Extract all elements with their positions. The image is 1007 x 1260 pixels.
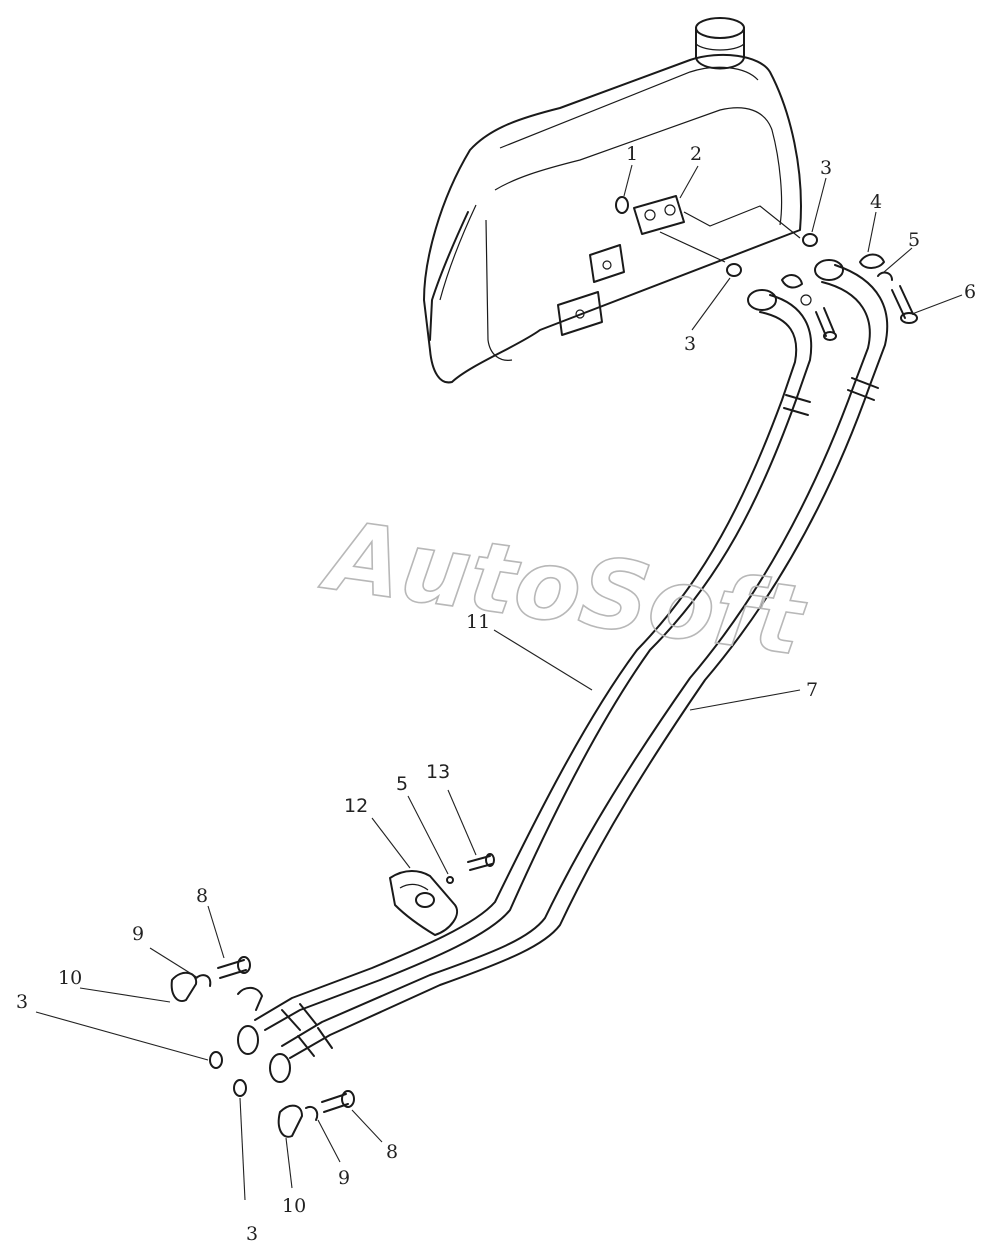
fuel-pipes-part-7 xyxy=(237,259,889,1083)
washer-part-9 xyxy=(195,974,212,987)
flange-plate-part-2 xyxy=(633,195,685,235)
callout-labels: 1 2 3 3 4 5 6 7 11 12 5 13 8 9 10 3 3 8 … xyxy=(16,143,976,1245)
o-ring-part-3 xyxy=(233,1079,247,1097)
callout-5: 5 xyxy=(396,773,408,795)
washer-part-5 xyxy=(877,271,893,281)
clamp-part-4 xyxy=(859,253,885,269)
o-ring-part-1 xyxy=(615,196,629,214)
o-ring-part-3 xyxy=(209,1051,223,1069)
mounting-pad xyxy=(557,291,603,336)
callout-10: 10 xyxy=(58,967,82,989)
bolt-part-8 xyxy=(321,1090,355,1113)
callout-10: 10 xyxy=(282,1195,306,1217)
callout-8: 8 xyxy=(386,1141,398,1163)
callout-8: 8 xyxy=(196,885,208,907)
callout-3: 3 xyxy=(684,333,696,355)
callout-5: 5 xyxy=(908,229,920,251)
leader-lines xyxy=(35,164,963,1201)
o-ring-part-3 xyxy=(726,263,742,277)
clamp-part-10 xyxy=(277,1104,303,1138)
callout-3: 3 xyxy=(16,991,28,1013)
callout-11: 11 xyxy=(466,611,490,633)
callout-4: 4 xyxy=(870,191,882,213)
callout-13: 13 xyxy=(426,761,450,783)
banjo-fitting xyxy=(814,259,844,281)
pipe-clip-part-12 xyxy=(389,870,458,936)
callout-9: 9 xyxy=(338,1167,350,1189)
fuel-tank xyxy=(423,17,802,384)
o-ring-part-3 xyxy=(802,233,818,247)
bolt-part-13 xyxy=(467,853,495,871)
callout-9: 9 xyxy=(132,923,144,945)
filler-cap xyxy=(695,17,745,39)
washer-part-5 xyxy=(446,876,454,884)
banjo-fitting xyxy=(747,289,777,311)
callout-7: 7 xyxy=(806,679,818,701)
callout-1: 1 xyxy=(626,143,638,165)
washer-part-9 xyxy=(305,1106,319,1121)
watermark-text: AutoSoft xyxy=(314,499,812,678)
callout-3: 3 xyxy=(820,157,832,179)
clamp-part-10 xyxy=(170,971,198,1002)
callout-2: 2 xyxy=(690,143,702,165)
callout-3: 3 xyxy=(246,1223,258,1245)
callout-6: 6 xyxy=(964,281,976,303)
mounting-pad xyxy=(589,244,625,283)
banjo-fitting xyxy=(237,1025,259,1055)
clamp xyxy=(237,986,263,1011)
bolt-part-8 xyxy=(217,956,251,979)
banjo-fitting xyxy=(269,1053,291,1083)
bolt-part-6 xyxy=(891,285,918,324)
callout-12: 12 xyxy=(344,795,368,817)
